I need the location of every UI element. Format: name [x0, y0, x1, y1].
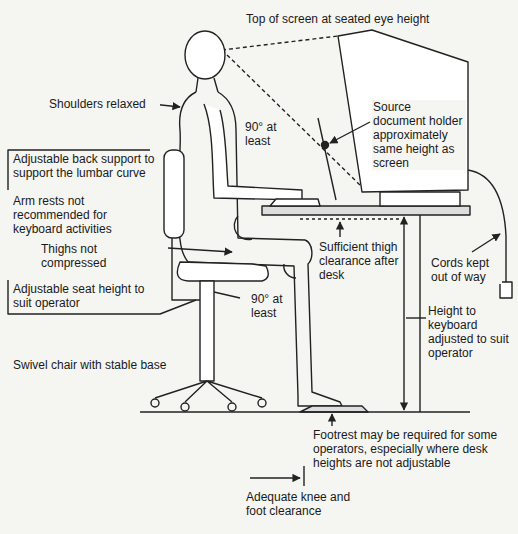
angle-arc	[234, 216, 252, 240]
callout-label: Swivel chair with stable base	[12, 358, 190, 372]
castor	[181, 403, 189, 411]
clearance-line	[300, 218, 400, 219]
footrest	[300, 406, 368, 412]
dimension-tick	[303, 466, 304, 486]
callout-label: Adequate knee and foot clearance	[245, 490, 363, 518]
callout-label: Sufficient thigh clearance after desk	[318, 240, 402, 282]
leader-line	[406, 317, 426, 318]
document-holder	[318, 118, 336, 200]
callout-label: Adjustable seat height to suit operator	[12, 282, 164, 310]
sight-line	[222, 50, 360, 185]
callout-label: Arm rests not recommended for keyboard a…	[12, 194, 160, 236]
head	[185, 31, 225, 79]
chair-base	[155, 381, 262, 402]
leader-line	[339, 222, 340, 237]
sight-line	[222, 36, 338, 50]
castor	[228, 403, 236, 411]
power-outlet	[500, 282, 512, 298]
castor	[258, 399, 266, 407]
neck	[196, 78, 218, 92]
monitor	[338, 30, 468, 192]
callout-label: Top of screen at seated eye height	[245, 12, 477, 26]
callout-label: Shoulders relaxed	[48, 97, 160, 111]
label-bracket	[8, 280, 196, 314]
callout-label: Footrest may be required for some operat…	[312, 428, 512, 470]
desk-leg	[419, 215, 420, 412]
chair-back	[164, 150, 184, 238]
callout-label: Height to keyboard adjusted to suit oper…	[427, 304, 515, 360]
leader-line	[168, 248, 232, 252]
callout-label: 90° at least	[244, 120, 290, 148]
chair-seat	[177, 262, 268, 281]
callout-label: Thighs not compressed	[40, 242, 166, 270]
callout-label: Adjustable back support to support the l…	[12, 152, 162, 180]
leader-line	[330, 122, 370, 143]
arm	[204, 104, 302, 200]
keyboard	[270, 199, 320, 206]
desk-top	[262, 206, 470, 215]
leader-line	[331, 414, 332, 426]
holder-clip	[322, 142, 329, 149]
castor	[151, 399, 159, 407]
callout-label: Cords kept out of way	[430, 256, 502, 284]
dimension-arrow	[250, 477, 300, 478]
callout-label: 90° at least	[250, 292, 294, 320]
dimension-arrow	[403, 217, 404, 410]
monitor-stand	[380, 192, 460, 206]
seat-lever	[214, 292, 240, 298]
leader-line	[472, 234, 500, 252]
callout-label: Source document holder approximately sam…	[372, 100, 466, 170]
gas-column	[200, 281, 214, 381]
angle-arc	[284, 264, 296, 278]
